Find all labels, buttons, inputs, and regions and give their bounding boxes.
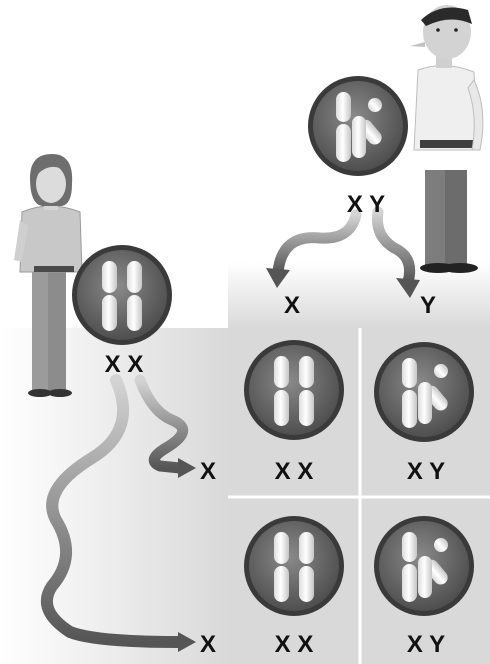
offspring-disc-1-1 [374,516,474,616]
offspring-disc-1-0 [244,516,344,616]
mother-chromosome-disc [72,245,172,345]
father-gamete-y-label: Y [420,292,436,319]
mother-gamete-x-label-row1: X [200,458,216,485]
offspring-disc-0-1 [374,342,474,442]
father-genotype-label: X Y [347,191,385,218]
father-gamete-arrows [266,206,420,298]
mother-gamete-arrows [41,374,196,652]
offspring-label-0-1: X Y [407,458,445,485]
offspring-disc-0-0 [244,340,344,440]
mother-figure [14,154,83,397]
mother-gamete-x-label-row2: X [200,631,216,658]
labels: X Y X X X Y X X X X X Y X X X Y [105,191,445,658]
father-arrow-x [272,209,362,278]
offspring-label-1-0: X X [275,631,314,658]
mother-arrow-row2 [41,374,184,648]
offspring-label-1-1: X Y [407,631,445,658]
offspring-label-0-0: X X [275,458,314,485]
father-gamete-x-label: X [284,292,300,319]
mother-arrow-row1 [134,374,188,474]
father-chromosome-disc [308,76,408,176]
mother-genotype-label: X X [105,351,144,378]
father-arrow-y [371,206,416,288]
father-figure [410,5,484,273]
